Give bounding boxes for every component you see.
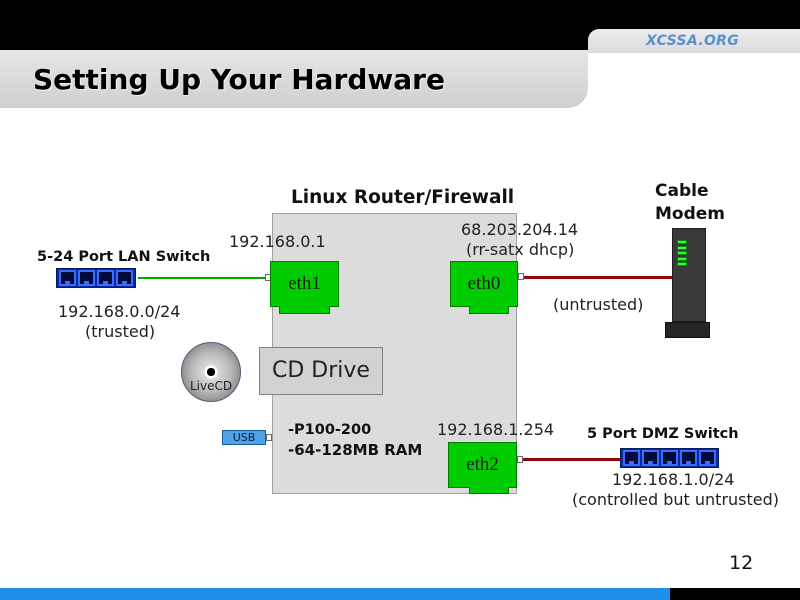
- eth0-trust: (untrusted): [553, 295, 644, 314]
- switch-port-icon: [116, 270, 133, 286]
- dmz-switch-title: 5 Port DMZ Switch: [587, 426, 739, 442]
- wan-link: [524, 276, 672, 279]
- eth0-ip: 68.203.204.14: [461, 220, 579, 239]
- switch-port-icon: [623, 450, 640, 466]
- switch-port-icon: [699, 450, 716, 466]
- switch-port-icon: [78, 270, 95, 286]
- eth0-tab: [469, 306, 509, 314]
- eth0-label: eth0: [467, 273, 501, 294]
- spec-cpu: -P100-200: [288, 422, 372, 438]
- modem-led: [677, 256, 687, 261]
- eth1-ip: 192.168.0.1: [229, 232, 326, 251]
- livecd-label: LiveCD: [190, 379, 233, 393]
- bottom-bar: [0, 588, 670, 600]
- title-banner: Setting Up Your Hardware: [0, 50, 588, 108]
- modem-led: [677, 262, 687, 266]
- lan-switch-title: 5-24 Port LAN Switch: [37, 249, 211, 265]
- eth2-connector: [517, 456, 523, 463]
- cd-drive: CD Drive: [259, 347, 383, 395]
- switch-port-icon: [642, 450, 659, 466]
- eth2-label: eth2: [466, 454, 499, 475]
- switch-port-icon: [680, 450, 697, 466]
- eth2-interface: eth2: [448, 442, 517, 488]
- eth2-ip: 192.168.1.254: [437, 420, 555, 439]
- dmz-link: [523, 458, 620, 461]
- eth1-interface: eth1: [270, 261, 339, 307]
- eth0-interface: eth0: [450, 261, 518, 307]
- bottom-bar-end: [670, 588, 800, 600]
- dmz-trust: (controlled but untrusted): [572, 490, 780, 509]
- eth0-source: (rr-satx dhcp): [466, 240, 575, 259]
- modem-led: [677, 245, 687, 250]
- slide-title: Setting Up Your Hardware: [33, 63, 445, 96]
- lan-trust: (trusted): [85, 322, 156, 341]
- site-name: XCSSA.ORG: [646, 33, 740, 49]
- modem-title-line2: Modem: [655, 204, 726, 224]
- router-title: Linux Router/Firewall: [291, 187, 515, 208]
- cd-disc-icon: [181, 342, 241, 402]
- cd-drive-label: CD Drive: [272, 358, 370, 383]
- modem-led: [677, 240, 687, 244]
- lan-switch-icon: [56, 268, 136, 288]
- spec-ram: -64-128MB RAM: [288, 441, 423, 459]
- eth2-tab: [469, 487, 509, 494]
- eth0-connector: [518, 273, 524, 280]
- modem-base: [665, 322, 710, 338]
- usb-port: USB: [222, 430, 266, 445]
- dmz-network: 192.168.1.0/24: [612, 470, 735, 489]
- site-tab: XCSSA.ORG: [588, 29, 800, 53]
- usb-connector: [266, 434, 272, 441]
- eth1-tab: [279, 306, 330, 314]
- usb-label: USB: [232, 430, 256, 444]
- switch-port-icon: [59, 270, 76, 286]
- lan-link: [138, 277, 265, 279]
- modem-title-line1: Cable: [655, 181, 709, 201]
- lan-network: 192.168.0.0/24: [58, 302, 181, 321]
- page-number: 12: [729, 552, 754, 574]
- switch-port-icon: [97, 270, 114, 286]
- eth1-label: eth1: [288, 273, 321, 294]
- modem-led: [677, 251, 687, 255]
- switch-port-icon: [661, 450, 678, 466]
- dmz-switch-icon: [620, 448, 719, 468]
